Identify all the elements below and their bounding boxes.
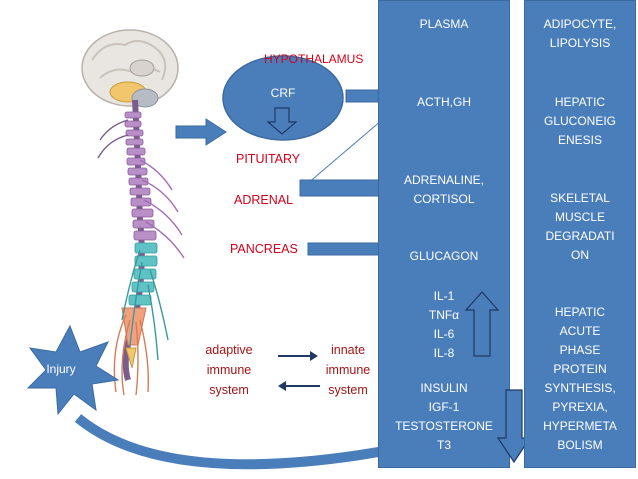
adrenal-label: ADRENAL xyxy=(234,193,294,207)
insulin-down-arrow xyxy=(496,389,532,464)
connector-line xyxy=(299,119,383,191)
cytokine-up-arrow xyxy=(464,291,500,357)
effect-lipolysis: ADIPOCYTE, LIPOLYSIS xyxy=(543,17,617,50)
injury-label: Injury xyxy=(46,362,76,376)
pituitary-label: PITUITARY xyxy=(236,152,301,166)
effects-column: ADIPOCYTE, LIPOLYSIS HEPATIC GLUCONEIG E… xyxy=(524,0,636,468)
plasma-item-adrenaline: ADRENALINE, CORTISOL xyxy=(403,173,485,206)
plasma-item-hormones: INSULIN IGF-1 TESTOSTERONE T3 xyxy=(395,381,493,452)
pancreas-label: PANCREAS xyxy=(230,242,298,256)
spinal-nerves xyxy=(97,119,185,396)
plasma-item-acth: ACTH,GH xyxy=(417,95,471,109)
injury-star-icon xyxy=(26,324,120,416)
effect-gluconeogenesis: HEPATIC GLUCONEIG ENESIS xyxy=(543,95,616,147)
spine-to-hypothalamus-arrow xyxy=(175,118,227,146)
plasma-item-glucagon: GLUCAGON xyxy=(409,249,479,263)
plasma-column: PLASMA ACTH,GH ADRENALINE, CORTISOL GLUC… xyxy=(378,0,510,468)
effect-muscle-degradation: SKELETAL MUSCLE DEGRADATI ON xyxy=(545,191,615,262)
adaptive-immune-label: adaptive immune system xyxy=(205,343,253,397)
innate-immune-label: innate immune system xyxy=(325,343,371,397)
spine-icon xyxy=(121,99,158,381)
plasma-header: PLASMA xyxy=(419,17,469,31)
plasma-item-cytokines: IL-1 TNFα IL-6 IL-8 xyxy=(428,289,460,360)
crf-down-arrow xyxy=(266,107,298,135)
crf-label: CRF xyxy=(270,86,296,100)
brain-icon xyxy=(81,29,179,108)
crf-ellipse xyxy=(222,55,344,141)
hypothalamus-label: HYPOTHALAMUS xyxy=(264,52,364,66)
effect-acute-phase: HEPATIC ACUTE PHASE PROTEIN SYNTHESIS, P… xyxy=(543,305,617,452)
